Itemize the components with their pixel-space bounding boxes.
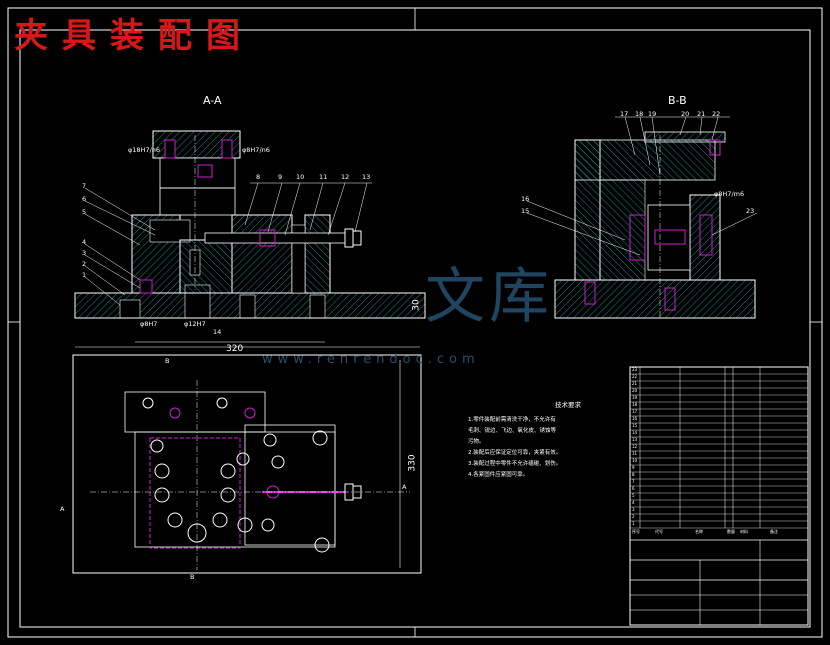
part-19-label: 19 bbox=[648, 110, 657, 118]
bom-row-number: 3 bbox=[632, 507, 635, 512]
center-column bbox=[179, 239, 233, 294]
section-bb-label: B-B bbox=[668, 94, 687, 107]
part-1-label: 1 bbox=[82, 271, 87, 279]
bom-row-number: 1 bbox=[632, 521, 635, 526]
part-22-label: 22 bbox=[712, 110, 721, 118]
bb-top-arm bbox=[574, 139, 716, 181]
part-8-label: 8 bbox=[256, 173, 261, 181]
bb-right-post bbox=[689, 194, 721, 281]
bom-row-number: 10 bbox=[632, 458, 638, 463]
b-label-top: B bbox=[165, 357, 170, 365]
bom-row-number: 8 bbox=[632, 472, 635, 477]
plan-outline bbox=[72, 354, 422, 574]
technical-notes: 技术要求 1.零件装配前需清洗干净，不允许有 毛刺、锐边、飞边、氧化皮、锈蚀等 … bbox=[468, 400, 628, 495]
notes-title: 技术要求 bbox=[555, 401, 581, 409]
outer-border bbox=[7, 7, 823, 638]
bom-row-number: 12 bbox=[632, 444, 638, 449]
part-15-label: 15 bbox=[521, 207, 530, 215]
drawing-title: 夹具装配图 bbox=[14, 16, 254, 56]
bom-row-number: 13 bbox=[632, 437, 638, 442]
note-line: 3.装配过程中零件不允许磕碰、划伤。 bbox=[468, 461, 562, 467]
part-9-label: 9 bbox=[278, 173, 283, 181]
note-line: 2.装配后应保证定位可靠，夹紧有效。 bbox=[468, 450, 562, 456]
fit-b: φ8H7/n6 bbox=[242, 146, 270, 154]
bom-row-number: 11 bbox=[632, 451, 638, 456]
fit-e: φ8H7 bbox=[140, 320, 158, 328]
section-bb-view bbox=[526, 116, 758, 319]
bom-header-cell: 序号 bbox=[632, 529, 640, 534]
part-7-label: 7 bbox=[82, 182, 87, 190]
plan-view bbox=[72, 346, 422, 574]
a-label-left: A bbox=[60, 505, 65, 513]
bom-row-number: 23 bbox=[632, 367, 638, 372]
fit-d: φ8H7/m6 bbox=[714, 190, 745, 198]
bom-row-number: 6 bbox=[632, 486, 635, 491]
watermark-cn: 文库 bbox=[425, 262, 553, 332]
bom-row-number: 9 bbox=[632, 465, 635, 470]
fit-c: φ12H7 bbox=[184, 320, 206, 328]
inner-border bbox=[19, 29, 811, 628]
part-16-label: 16 bbox=[521, 195, 530, 203]
part-4-label: 4 bbox=[82, 238, 87, 246]
part-2-label: 2 bbox=[82, 260, 87, 268]
note-line: 4.各紧固件应紧固可靠。 bbox=[468, 472, 529, 478]
part-17-label: 17 bbox=[620, 110, 629, 118]
dim-30: 30 bbox=[411, 299, 422, 311]
bom-row-number: 2 bbox=[632, 514, 635, 519]
bom-row-number: 7 bbox=[632, 479, 635, 484]
section-aa-view bbox=[74, 130, 426, 343]
part-6-label: 6 bbox=[82, 195, 87, 203]
part-11-label: 11 bbox=[319, 173, 328, 181]
bom-row-number: 22 bbox=[632, 374, 638, 379]
bom-row-number: 19 bbox=[632, 395, 638, 400]
bom-table bbox=[629, 366, 809, 626]
bom-row-number: 16 bbox=[632, 416, 638, 421]
clamp-bracket bbox=[304, 214, 331, 294]
note-line: 毛刺、锐边、飞边、氧化皮、锈蚀等 bbox=[468, 428, 557, 434]
dim-320: 320 bbox=[226, 344, 244, 354]
clamp-housing bbox=[231, 214, 293, 294]
bom-header-cell: 数量 bbox=[727, 529, 735, 534]
part-10-label: 10 bbox=[296, 173, 305, 181]
note-line: 污物。 bbox=[468, 439, 485, 445]
a-label-right: A bbox=[402, 483, 407, 491]
b-label-bottom: B bbox=[190, 573, 195, 581]
dim-330: 330 bbox=[407, 454, 418, 472]
part-5-label: 5 bbox=[82, 208, 87, 216]
watermark-url: www.renrendoc.com bbox=[262, 352, 480, 367]
section-aa-label: A-A bbox=[203, 94, 222, 107]
bom-row-number: 17 bbox=[632, 409, 638, 414]
part-20-label: 20 bbox=[681, 110, 690, 118]
part-21-label: 21 bbox=[697, 110, 706, 118]
part-12-label: 12 bbox=[341, 173, 350, 181]
bom-row-number: 18 bbox=[632, 402, 638, 407]
bom-row-number: 5 bbox=[632, 493, 635, 498]
bom-header-cell: 备注 bbox=[770, 529, 778, 534]
bb-base bbox=[554, 279, 756, 319]
bom-row-number: 21 bbox=[632, 381, 638, 386]
bom-header-cell: 代号 bbox=[655, 529, 663, 534]
bom-row-number: 20 bbox=[632, 388, 638, 393]
part-14-label: 14 bbox=[213, 328, 222, 336]
bom-row-number: 15 bbox=[632, 423, 638, 428]
part-3-label: 3 bbox=[82, 249, 87, 257]
bom-row-number: 4 bbox=[632, 500, 635, 505]
part-23-label: 23 bbox=[746, 207, 755, 215]
bom-header-cell: 名称 bbox=[695, 529, 703, 534]
part-18-label: 18 bbox=[635, 110, 644, 118]
part-13-label: 13 bbox=[362, 173, 371, 181]
bom-row-number: 14 bbox=[632, 430, 638, 435]
fit-a: φ18H7/n6 bbox=[128, 146, 161, 154]
knob bbox=[344, 228, 354, 248]
bom-header-cell: 材料 bbox=[740, 529, 748, 534]
note-line: 1.零件装配前需清洗干净，不允许有 bbox=[468, 417, 556, 423]
